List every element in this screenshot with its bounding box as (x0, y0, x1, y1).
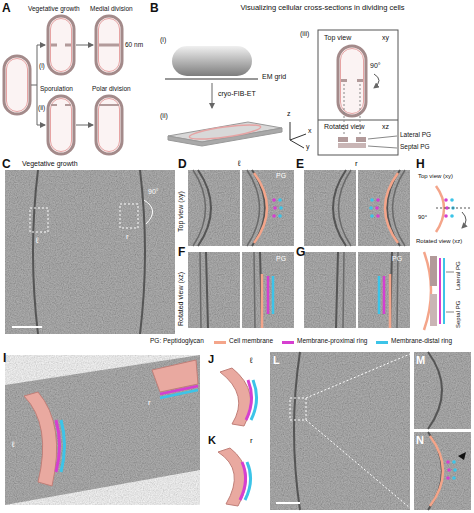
angle-label: 90° (418, 214, 427, 221)
view-label: Rotated view (xz) (177, 272, 185, 326)
angle-label: 90° (148, 188, 159, 196)
panel-heading: Vegetative growth (22, 160, 78, 168)
axis-label: z (287, 110, 291, 118)
panel-letter: C (2, 158, 11, 172)
legend-text: Membrane-proximal ring (297, 337, 367, 344)
part-label: Lateral PG (455, 261, 462, 290)
part-label: PG (276, 255, 286, 263)
view-label: Rotated view (xz) (416, 238, 462, 245)
panel-letter: M (416, 354, 425, 367)
panel-heading: Medial division (90, 5, 133, 12)
view-label: Rotated view (324, 123, 364, 131)
panel-lmn-art (270, 352, 471, 510)
panel-title: Visualizing cellular cross-sections in d… (235, 4, 410, 13)
legend-swatch (376, 341, 388, 344)
panel-letter: G (296, 246, 305, 260)
panel-letter: E (296, 158, 304, 172)
step-label: (i) (160, 36, 166, 44)
branch-label: (ii) (38, 104, 45, 111)
legend-note: PG: Peptidoglycan (150, 337, 204, 344)
axis-label: y (306, 143, 310, 151)
region-label: r (148, 398, 151, 407)
panel-heading: Polar division (92, 85, 131, 92)
axis-label: xz (382, 123, 389, 131)
legend-text: Membrane-distal ring (391, 337, 452, 344)
panel-letter: B (150, 2, 159, 16)
panel-c-art (5, 170, 175, 334)
step-label: (ii) (160, 112, 168, 120)
panel-def-art (188, 170, 410, 328)
step-label: (iii) (300, 30, 309, 38)
panel-i-art (5, 355, 257, 506)
panel-letter: D (178, 158, 187, 172)
region-label: ℓ (238, 159, 241, 168)
panel-letter: F (178, 246, 185, 260)
step-label: cryo-FIB-ET (218, 90, 256, 98)
part-label: PG (392, 255, 402, 263)
region-label: r (250, 436, 253, 445)
region-label: ℓ (12, 440, 15, 449)
legend-swatch (282, 341, 294, 344)
part-label: PG (276, 172, 286, 180)
angle-label: 90° (370, 62, 381, 70)
legend-swatch (214, 341, 226, 344)
region-label: ℓ (250, 356, 253, 365)
panel-heading: Sporulation (40, 85, 73, 92)
branch-label: (i) (39, 62, 45, 69)
panel-letter: I (3, 352, 6, 366)
panel-letter: L (273, 354, 280, 367)
panel-heading: Vegetative growth (28, 5, 80, 12)
region-label: r (355, 159, 358, 168)
panel-letter: J (208, 353, 214, 366)
panel-letter: K (208, 434, 216, 447)
region-label: r (126, 232, 129, 241)
axis-label: xy (382, 34, 389, 42)
axis-label: x (308, 127, 312, 135)
part-label: Septal PG (455, 301, 462, 328)
panel-letter: N (416, 434, 424, 447)
part-label: Septal PG (400, 143, 430, 150)
part-label: Lateral PG (400, 131, 431, 138)
part-label: EM grid (262, 73, 286, 81)
region-label: ℓ (36, 236, 39, 245)
panel-b-art (165, 30, 398, 155)
panel-letter: A (2, 2, 11, 16)
dimension: 60 nm (125, 41, 143, 48)
panel-letter: H (416, 158, 425, 172)
view-label: Top view (xy) (418, 173, 453, 180)
view-label: Top view (xy) (177, 191, 185, 232)
legend-text: Cell membrane (229, 337, 273, 344)
view-label: Top view (324, 34, 351, 42)
panel-h-art (424, 186, 470, 330)
